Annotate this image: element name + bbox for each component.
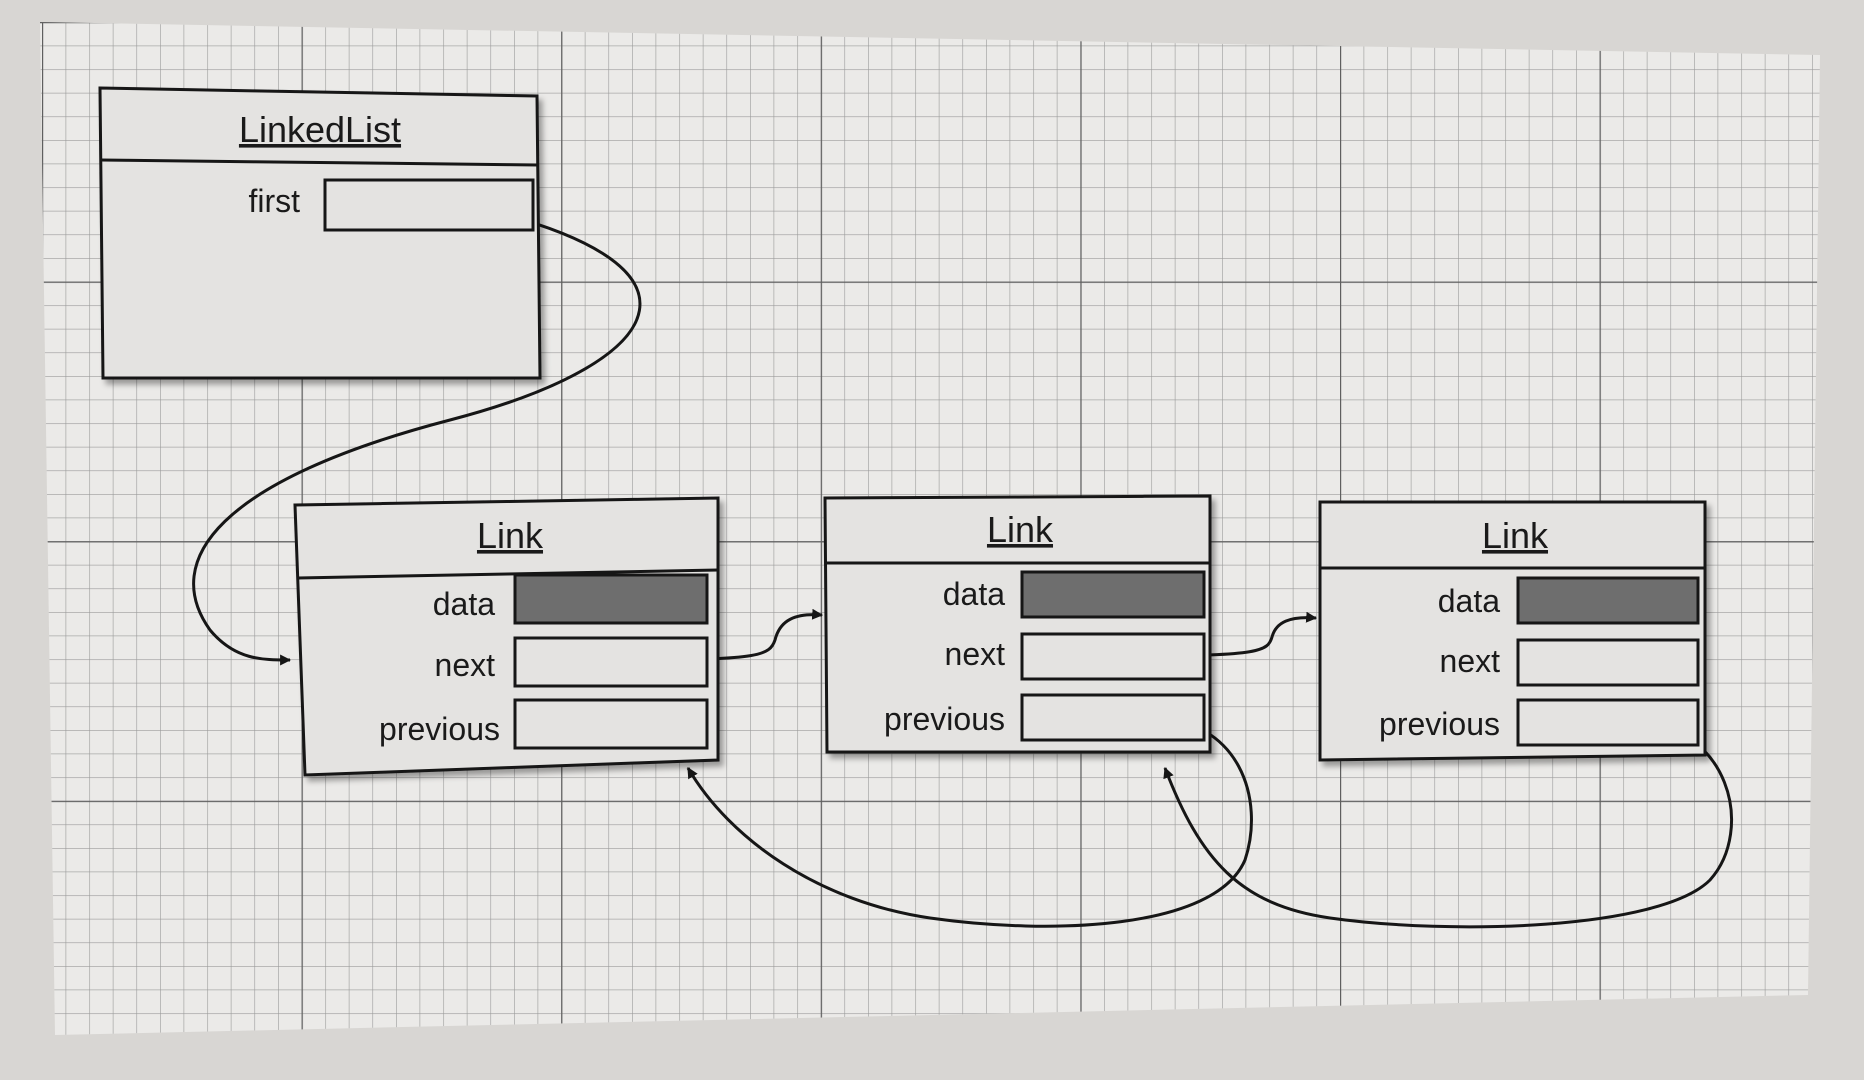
linkedlist-divider — [100, 158, 539, 167]
link-object-2 — [823, 494, 1212, 754]
first-to-link1-arrow — [192, 203, 642, 666]
link-3-data-label: data — [1438, 583, 1500, 619]
link-1-next-field — [513, 636, 709, 688]
link-1-divider — [297, 568, 719, 580]
link-1-data-field — [513, 573, 709, 625]
link-object-1 — [293, 496, 720, 777]
link-2-next-field — [1020, 632, 1206, 681]
link-object-3 — [1318, 500, 1707, 762]
link-2-data-label: data — [943, 576, 1005, 612]
link-2-title: Link — [987, 509, 1054, 550]
link3-previous-to-link2-arrow — [1163, 720, 1733, 929]
first-field-box — [323, 178, 535, 232]
link-1-data-label: data — [433, 586, 495, 622]
linkedlist-title: LinkedList — [239, 109, 401, 150]
link-2-previous-field — [1020, 693, 1206, 742]
link-2-box — [823, 494, 1212, 754]
link-1-previous-field — [513, 698, 709, 750]
link-2-data-field — [1020, 570, 1206, 619]
link-3-next-label: next — [1440, 643, 1501, 679]
link2-previous-to-link1-arrow — [686, 716, 1253, 928]
first-field-label: first — [248, 183, 300, 219]
link-3-next-field — [1516, 638, 1700, 687]
link-1-next-label: next — [435, 647, 496, 683]
link-1-title: Link — [477, 515, 544, 556]
link-2-previous-label: previous — [884, 701, 1005, 737]
link-3-previous-label: previous — [1379, 706, 1500, 742]
link-3-title: Link — [1482, 515, 1549, 556]
link-1-previous-label: previous — [379, 711, 500, 747]
link-3-previous-field — [1516, 698, 1700, 747]
link-2-next-label: next — [945, 636, 1006, 672]
link-3-data-field — [1516, 576, 1700, 625]
linkedlist-object — [98, 86, 542, 380]
